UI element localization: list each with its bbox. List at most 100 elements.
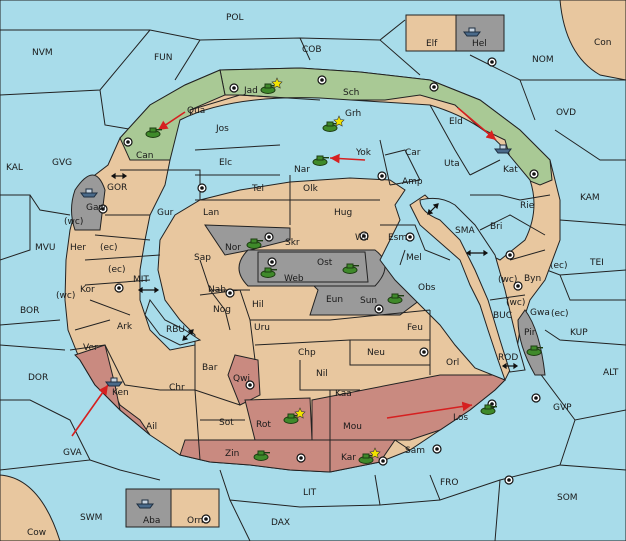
- province-rot[interactable]: [244, 397, 313, 441]
- army-unit-nar[interactable]: [312, 155, 329, 166]
- army-unit-web[interactable]: [260, 267, 277, 278]
- order-yok-nar: [329, 153, 366, 164]
- label-byn: Byn: [524, 274, 541, 284]
- label-rod: ROD: [498, 353, 518, 363]
- label-rbu: RBU: [166, 325, 185, 335]
- label-sun: Sun: [360, 296, 377, 306]
- fleet-unit-gaw[interactable]: [80, 188, 98, 198]
- label-kor: Kor: [80, 285, 95, 295]
- label-wil: Wil: [355, 233, 369, 243]
- army-unit-pir[interactable]: [526, 345, 543, 356]
- label-kar: Kar: [341, 453, 356, 463]
- label-chr: Chr: [169, 383, 185, 393]
- label-obs: Obs: [418, 283, 436, 293]
- label-can: Can: [136, 151, 154, 161]
- fleet-unit-aba[interactable]: [136, 499, 154, 509]
- province-hel[interactable]: [455, 14, 505, 52]
- label-chp: Chp: [298, 348, 316, 358]
- label-nvm: NVM: [32, 48, 53, 58]
- label-eld: Eld: [449, 117, 463, 127]
- label-mvu: MVU: [35, 243, 56, 253]
- label-nab: Nab: [208, 285, 226, 295]
- army-unit-nor[interactable]: [246, 238, 263, 249]
- army-unit-ost[interactable]: [342, 263, 359, 274]
- label-esm: Esm: [388, 233, 407, 243]
- army-unit-rot[interactable]: [283, 407, 306, 424]
- coast-label: (ec): [551, 309, 569, 319]
- label-kam: KAM: [580, 193, 600, 203]
- label-pol: POL: [226, 13, 244, 23]
- label-rot: Rot: [256, 420, 271, 430]
- units-layer: [80, 27, 543, 509]
- label-nog: Nog: [213, 305, 231, 315]
- label-los: Los: [453, 413, 468, 423]
- label-ost: Ost: [317, 258, 333, 268]
- label-gwa: Gwa: [530, 308, 550, 318]
- label-grh: Grh: [345, 109, 361, 119]
- label-tel: Tel: [251, 184, 264, 194]
- label-kat: Kat: [503, 165, 518, 175]
- province-pir[interactable]: [517, 309, 546, 376]
- label-sot: Sot: [219, 418, 234, 428]
- label-jad: Jad: [243, 86, 258, 96]
- order-mou-los: [386, 401, 473, 419]
- label-dor: DOR: [28, 373, 48, 383]
- army-unit-sun[interactable]: [387, 293, 404, 304]
- label-cob: COB: [302, 45, 322, 55]
- province-elf[interactable]: [405, 14, 457, 52]
- province-con[interactable]: [559, 0, 626, 81]
- label-hel: Hel: [472, 39, 487, 49]
- sea-sma[interactable]: [419, 197, 526, 373]
- province-skr-web-ost[interactable]: [257, 251, 369, 283]
- label-rie: Rie: [520, 201, 535, 211]
- label-her: Her: [70, 243, 86, 253]
- sea-rbu[interactable]: [144, 298, 202, 346]
- order-qua-can: [157, 111, 186, 131]
- label-orl: Orl: [446, 358, 459, 368]
- label-fun: FUN: [154, 53, 173, 63]
- label-sam: Sam: [405, 446, 425, 456]
- fleet-unit-hel[interactable]: [463, 27, 481, 37]
- label-hil: Hil: [252, 300, 264, 310]
- label-sch: Sch: [343, 88, 359, 98]
- label-som: SOM: [557, 493, 578, 503]
- label-ken: Ken: [112, 388, 129, 398]
- province-labels: POL COB FUN NVM NOM OVD Con KAL GVG GOR …: [6, 13, 619, 538]
- province-gaw[interactable]: [71, 174, 106, 231]
- army-unit-kar[interactable]: [358, 447, 381, 464]
- label-eun: Eun: [326, 295, 343, 305]
- coast-label: (wc): [64, 217, 83, 227]
- coast-label: (wc): [498, 275, 517, 285]
- label-aba: Aba: [143, 516, 160, 526]
- coast-label: (wc): [56, 291, 75, 301]
- army-unit-zin[interactable]: [253, 450, 270, 461]
- label-alt: ALT: [603, 368, 619, 378]
- label-bar: Bar: [202, 363, 218, 373]
- army-unit-grh[interactable]: [322, 115, 345, 132]
- label-kal: KAL: [6, 163, 23, 173]
- label-nar: Nar: [294, 165, 310, 175]
- label-buc: BUC: [493, 311, 512, 321]
- army-unit-jad[interactable]: [260, 77, 283, 94]
- label-bri: Bri: [490, 222, 502, 232]
- fleet-unit-kat[interactable]: [494, 144, 512, 154]
- label-sma: SMA: [455, 226, 475, 236]
- army-unit-can[interactable]: [145, 127, 162, 138]
- label-ovd: OVD: [556, 108, 576, 118]
- label-cow: Cow: [27, 528, 46, 538]
- label-ark: Ark: [117, 322, 133, 332]
- label-mit: MIT: [133, 275, 149, 285]
- province-borders: [69, 94, 551, 461]
- label-kup: KUP: [570, 328, 588, 338]
- label-skr: Skr: [285, 238, 300, 248]
- army-unit-los[interactable]: [480, 404, 497, 415]
- label-pir: Pir: [524, 328, 536, 338]
- label-con: Con: [594, 38, 612, 48]
- province-orn[interactable]: [170, 488, 220, 528]
- label-qua: Qua: [187, 106, 205, 116]
- label-zin: Zin: [225, 449, 239, 459]
- label-gvp: GVP: [553, 403, 572, 413]
- fleet-unit-ken[interactable]: [105, 377, 123, 387]
